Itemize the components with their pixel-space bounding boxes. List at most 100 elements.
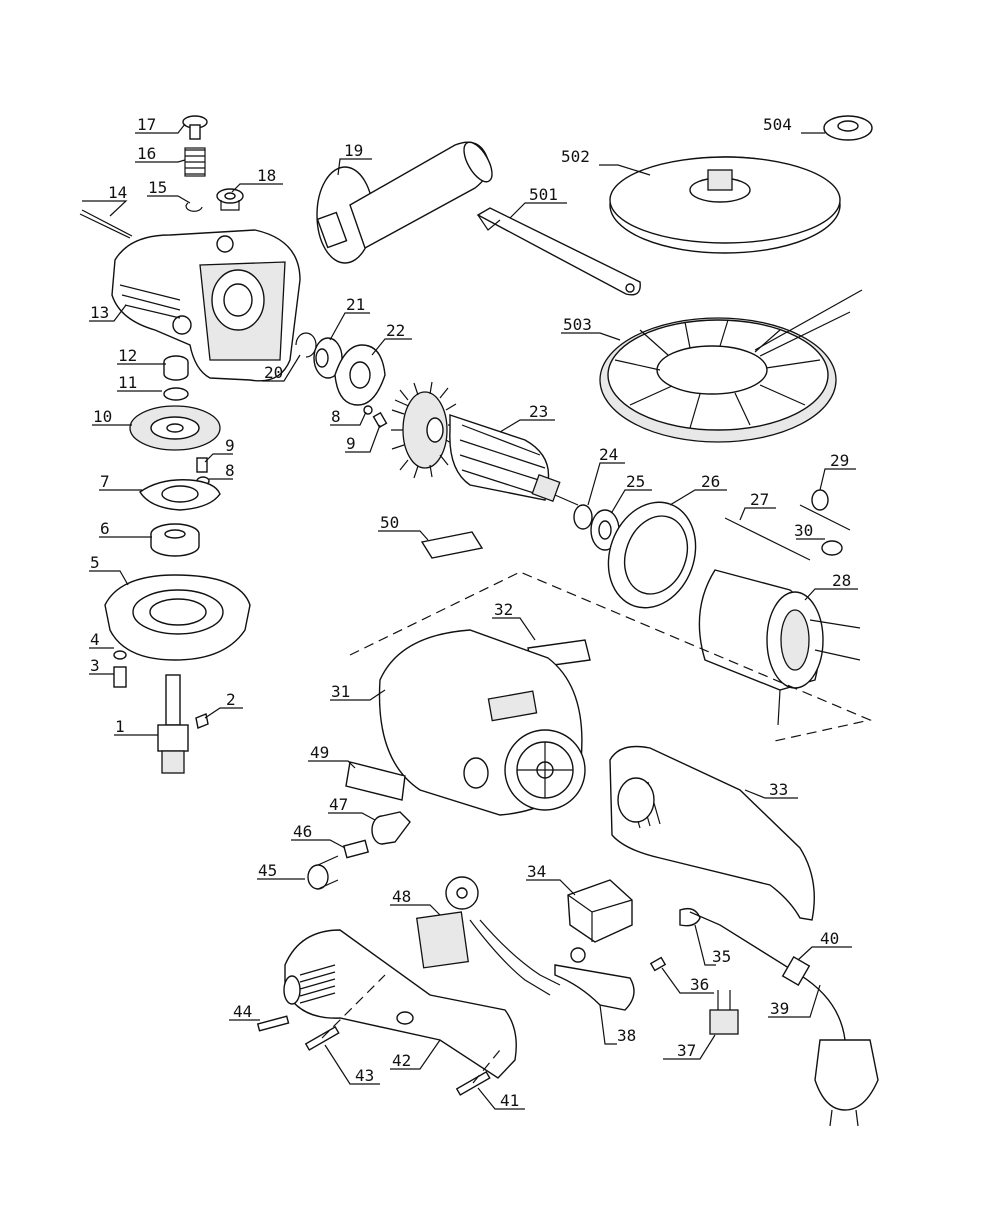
part-18-bushing (216, 188, 244, 211)
part-5-flange (104, 574, 251, 661)
part-46-carbon-brush (342, 839, 370, 859)
part-9-screw (196, 457, 208, 473)
part-10-bevel-gear (129, 405, 221, 451)
part-number-11: 11 (118, 373, 137, 392)
part-number-38: 38 (617, 1026, 636, 1045)
part-number-503: 503 (563, 315, 592, 334)
part-13-gear-housing (111, 229, 301, 382)
part-number-502: 502 (561, 147, 590, 166)
part-number-30: 30 (794, 521, 813, 540)
part-25-bearing (590, 509, 620, 551)
part-number-37: 37 (677, 1041, 696, 1060)
part-number-5: 5 (90, 553, 100, 572)
part-16-spring (184, 147, 206, 177)
part-28-stator (698, 569, 861, 726)
part-15-circlip (185, 202, 203, 212)
part-23-armature (391, 381, 579, 506)
part-502-backing-pad (609, 156, 841, 254)
part-501-spanner-wrench (476, 207, 641, 296)
part-number-34: 34 (527, 862, 546, 881)
part-number-1: 1 (115, 717, 125, 736)
part-2-key (195, 713, 209, 729)
part-number-40: 40 (820, 929, 839, 948)
part-number-501: 501 (529, 185, 558, 204)
part-number-13: 13 (90, 303, 109, 322)
part-39-power-cord (689, 911, 846, 1041)
part-number-49: 49 (310, 743, 329, 762)
part-9-screw-upper (372, 411, 388, 429)
part-number-43: 43 (355, 1066, 374, 1085)
assembly-dashed-line-41 (472, 1049, 501, 1084)
part-number-31: 31 (331, 682, 350, 701)
part-number-21: 21 (346, 295, 365, 314)
part-number-46: 46 (293, 822, 312, 841)
part-44-screw (256, 1015, 290, 1032)
part-26-fan-baffle (607, 501, 697, 609)
part-503-polishing-bonnet (599, 289, 863, 443)
part-number-28: 28 (832, 571, 851, 590)
part-11-washer (163, 387, 189, 401)
part-42-handle-housing (283, 929, 517, 1079)
part-12-bushing (163, 355, 189, 381)
part-number-44: 44 (233, 1002, 252, 1021)
part-17-knob-screw (182, 115, 208, 140)
part-number-504: 504 (763, 115, 792, 134)
part-27-screw (724, 517, 811, 561)
callout-leaders (82, 123, 858, 1110)
part-number-50: 50 (380, 513, 399, 532)
part-19-side-handle (316, 141, 493, 264)
part-37-capacitor (709, 990, 739, 1035)
part-24-bearing (573, 504, 593, 530)
part-504-flange-nut (823, 115, 873, 141)
part-36-screw (649, 956, 667, 972)
part-30-clamp (821, 540, 843, 556)
part-41-screw (455, 1070, 491, 1096)
part-number-36: 36 (690, 975, 709, 994)
part-43-screw (304, 1025, 340, 1051)
part-number-33: 33 (769, 780, 788, 799)
part-number-10: 10 (93, 407, 112, 426)
part-number-18: 18 (257, 166, 276, 185)
part-number-41: 41 (500, 1091, 519, 1110)
part-number-47: 47 (329, 795, 348, 814)
part-49-label (345, 761, 406, 801)
part-47-brush-holder (371, 811, 411, 845)
part-number-45: 45 (258, 861, 277, 880)
part-number-26: 26 (701, 472, 720, 491)
part-33-handle-housing (609, 745, 815, 921)
part-7-bearing-plate (139, 479, 221, 511)
part-4-washer (113, 650, 127, 660)
part-number-7: 7 (100, 472, 110, 491)
part-number-32: 32 (494, 600, 513, 619)
part-number-17: 17 (137, 115, 156, 134)
part-6-bearing (150, 523, 200, 557)
part-14-pin (79, 209, 133, 239)
part-number-25: 25 (626, 472, 645, 491)
part-number-16: 16 (137, 144, 156, 163)
part-number-9: 9 (225, 436, 235, 455)
part-number-3: 3 (90, 656, 100, 675)
part-number-2: 2 (226, 690, 236, 709)
part-number-9-upper: 9 (346, 434, 356, 453)
part-number-8-upper: 8 (331, 407, 341, 426)
part-number-12: 12 (118, 346, 137, 365)
part-number-23: 23 (529, 402, 548, 421)
part-number-6: 6 (100, 519, 110, 538)
part-number-15: 15 (148, 178, 167, 197)
part-31-motor-housing (378, 629, 586, 816)
part-38-switch-trigger (554, 947, 635, 1011)
part-number-39: 39 (770, 999, 789, 1018)
part-number-14: 14 (108, 183, 127, 202)
part-number-4: 4 (90, 630, 100, 649)
part-number-24: 24 (599, 445, 618, 464)
part-1-spindle (157, 674, 189, 774)
part-number-27: 27 (750, 490, 769, 509)
part-number-48: 48 (392, 887, 411, 906)
part-50-label (420, 531, 484, 559)
part-48-speed-control-module (416, 876, 561, 996)
part-number-29: 29 (830, 451, 849, 470)
part-number-35: 35 (712, 947, 731, 966)
part-40-plug (814, 1039, 879, 1127)
part-number-8: 8 (225, 461, 235, 480)
part-number-19: 19 (344, 141, 363, 160)
